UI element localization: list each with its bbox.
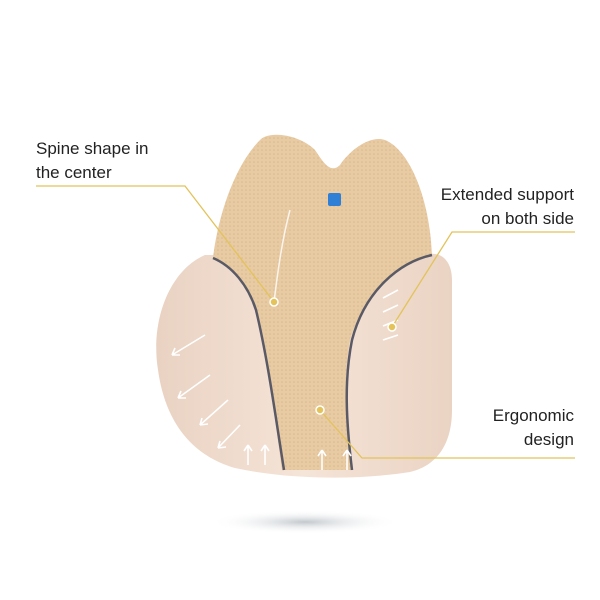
callout-extended-support: Extended support on both side [441, 183, 574, 231]
spine-line [273, 209, 291, 303]
callout-text: Extended support [440, 185, 574, 204]
drop-shadow [210, 510, 400, 534]
brand-tag [328, 193, 341, 206]
callout-dots [269, 297, 397, 415]
callout-text: Ergonomic [492, 406, 574, 425]
callout-spine-shape: Spine shape in the center [36, 137, 148, 185]
callout-text: on both side [481, 209, 574, 228]
callout-lines [36, 185, 575, 459]
airflow-arrows [171, 289, 399, 470]
callout-text: Spine shape in [36, 139, 149, 158]
piping-left [212, 256, 286, 471]
mesh-center-panel [213, 134, 432, 470]
callout-text: design [523, 430, 574, 449]
callout-ergonomic-design: Ergonomic design [493, 404, 574, 452]
callout-text: the center [36, 163, 112, 182]
piping-right [345, 253, 433, 471]
